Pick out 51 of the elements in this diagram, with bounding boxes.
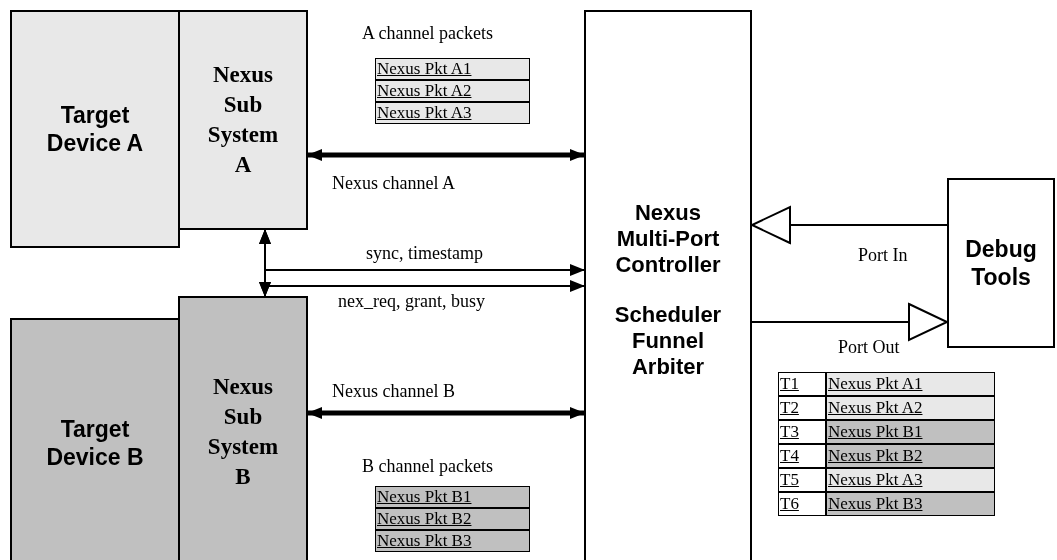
node-label: Nexus Pkt A1 [377, 59, 472, 79]
table-cell: Nexus Pkt B3 [826, 492, 995, 516]
node-label: Debug Tools [964, 235, 1038, 291]
device-box [10, 10, 180, 248]
subsystem-box [178, 296, 308, 560]
buffer-arrow [751, 303, 948, 341]
packet-box [375, 486, 530, 508]
packet-box [375, 102, 530, 124]
packet-box [375, 58, 530, 80]
table-cell: Nexus Pkt B2 [826, 444, 995, 468]
table-cell: T3 [778, 420, 826, 444]
table-cell: T5 [778, 468, 826, 492]
node-label: Scheduler Funnel Arbiter [613, 302, 723, 380]
edge-label: Nexus channel A [332, 172, 455, 194]
packet-box [375, 530, 530, 552]
buffer-arrow [751, 206, 948, 244]
edge-label: Nexus channel B [332, 380, 455, 402]
node-label: Target Device A [45, 101, 145, 157]
node-label: Nexus Multi-Port Controller [614, 200, 722, 278]
node-label: Nexus Pkt A2 [377, 81, 472, 101]
table-cell: Nexus Pkt A2 [826, 396, 995, 420]
node-label: Nexus Sub System A [206, 61, 280, 179]
table-cell: Nexus Pkt A1 [826, 372, 995, 396]
table-cell: T2 [778, 396, 826, 420]
double-arrow [259, 280, 585, 297]
table-cell: T4 [778, 444, 826, 468]
node-label: Nexus Pkt A3 [377, 103, 472, 123]
double-arrow [307, 149, 585, 161]
double-arrow [307, 407, 585, 419]
node-label: Nexus Pkt B2 [377, 509, 472, 529]
node-label: Nexus Pkt B3 [377, 531, 472, 551]
edge-label: sync, timestamp [366, 242, 483, 264]
table-cell: Nexus Pkt B1 [826, 420, 995, 444]
double-arrow [259, 229, 585, 276]
edge-label: nex_req, grant, busy [338, 290, 485, 312]
tool-box [947, 178, 1055, 348]
subsystem-box [178, 10, 308, 230]
node-label: Nexus Sub System B [206, 373, 280, 491]
node-label: Target Device B [45, 415, 145, 471]
edge-label: Port Out [838, 336, 900, 358]
device-box [10, 318, 180, 560]
group-caption: A channel packets [362, 22, 493, 44]
node-label: Nexus Pkt B1 [377, 487, 472, 507]
edge-label: Port In [858, 244, 908, 266]
packet-box [375, 508, 530, 530]
packet-box [375, 80, 530, 102]
table-cell: T1 [778, 372, 826, 396]
table-cell: T6 [778, 492, 826, 516]
table-cell: Nexus Pkt A3 [826, 468, 995, 492]
controller-box [584, 10, 752, 560]
group-caption: B channel packets [362, 455, 493, 477]
